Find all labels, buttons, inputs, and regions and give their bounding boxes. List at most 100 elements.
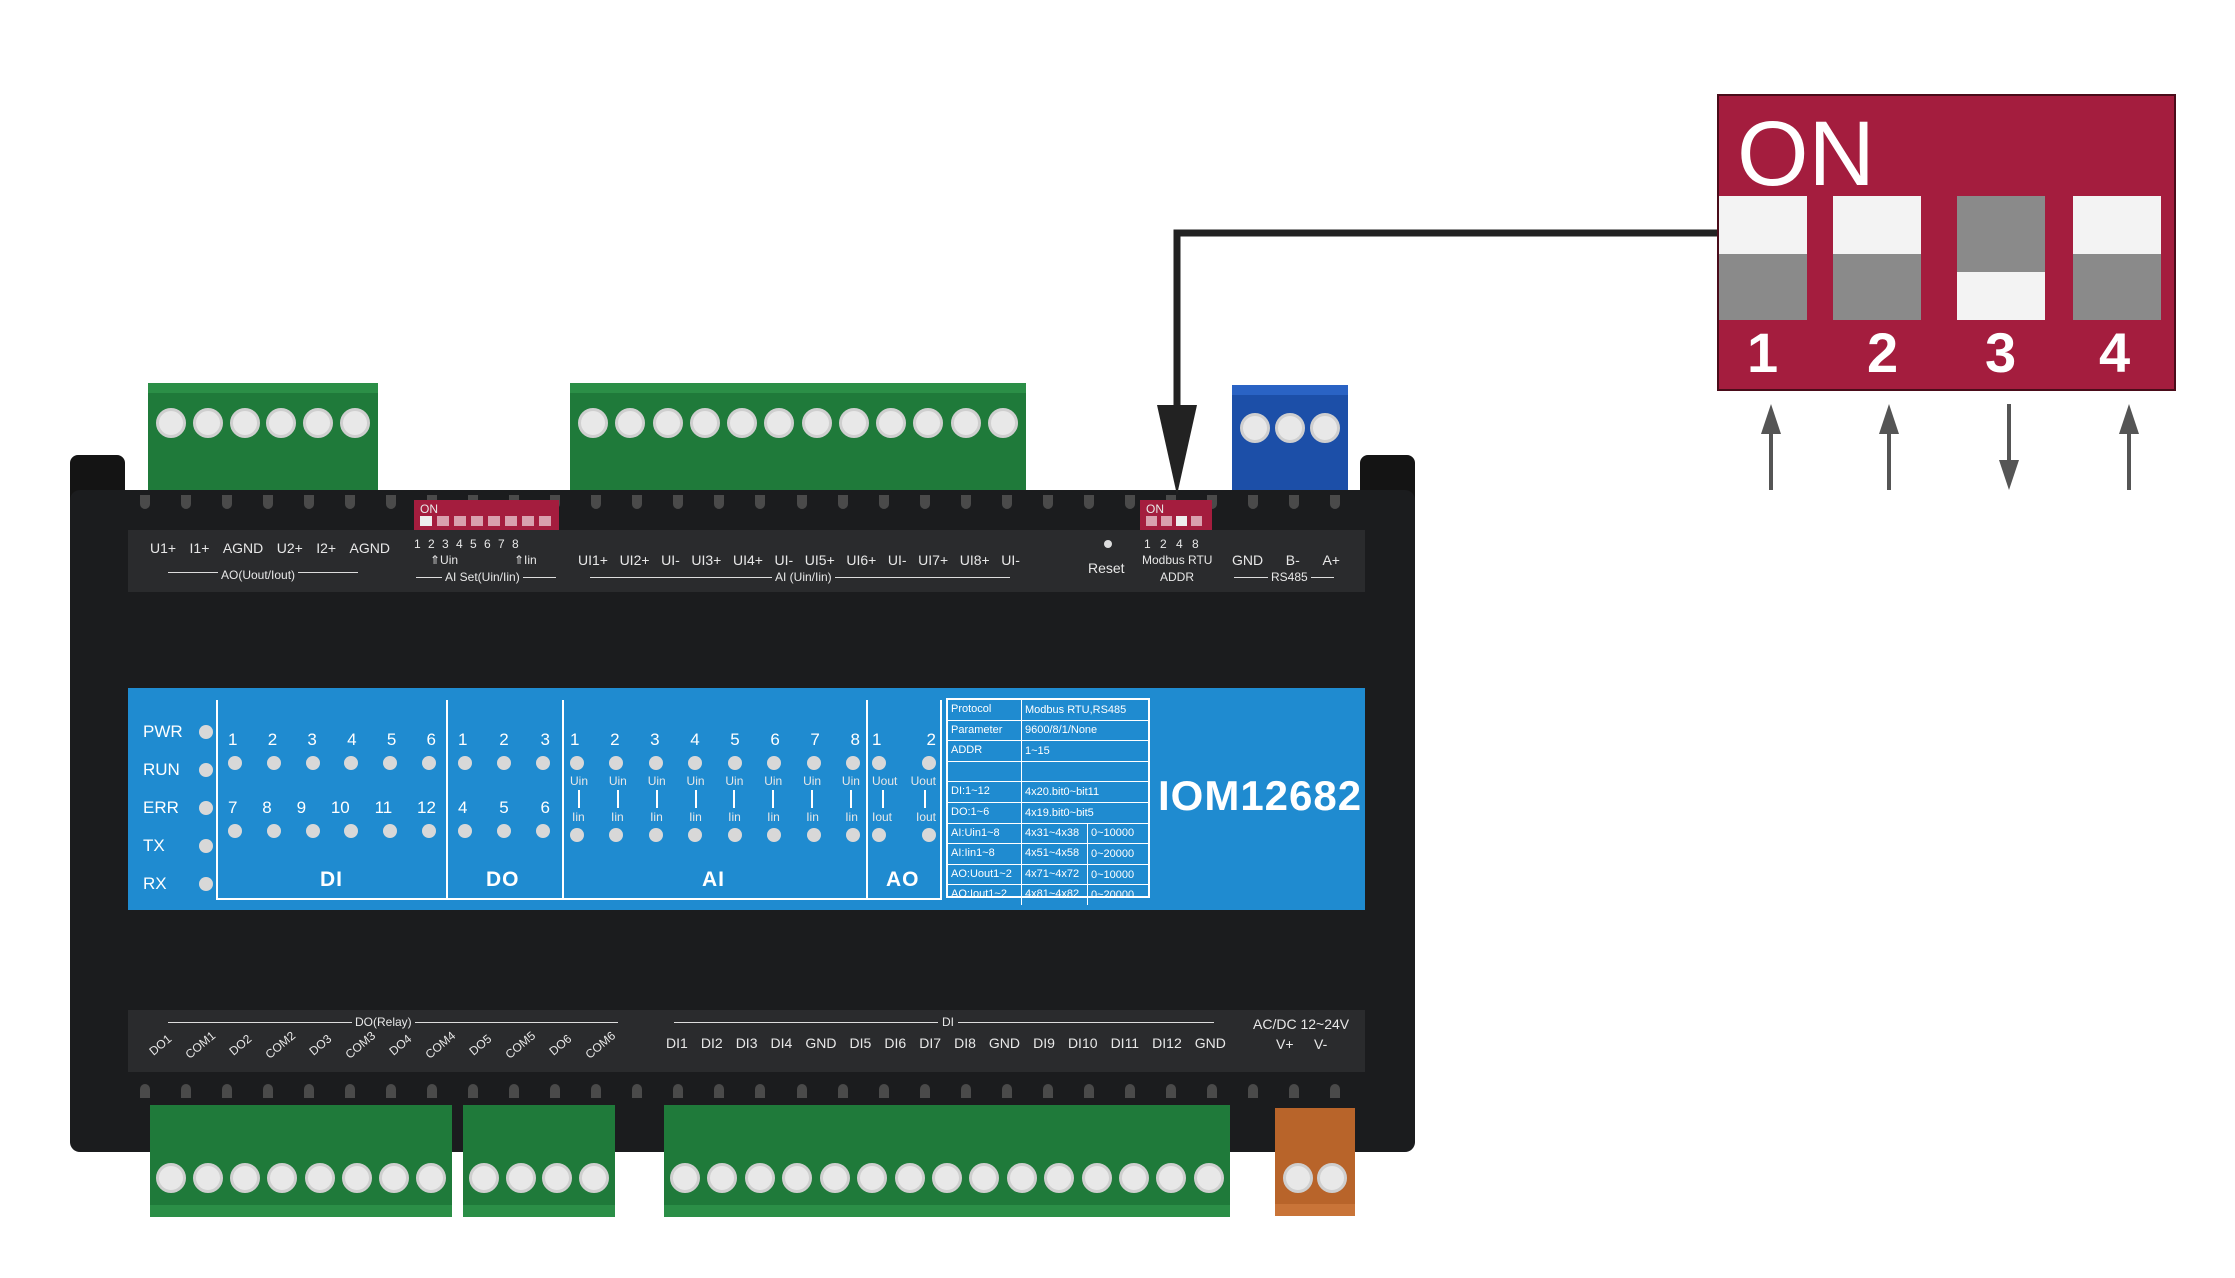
ai-led [609, 756, 624, 770]
dip-switch-3[interactable] [1957, 196, 2045, 320]
dip-number: 1 [1747, 321, 1779, 384]
terminal-label: DI2 [700, 1035, 723, 1051]
dip-switch-4[interactable] [2073, 196, 2161, 320]
terminal-screw[interactable] [1310, 413, 1340, 443]
terminal-screw[interactable] [267, 1163, 298, 1193]
run-led [199, 763, 213, 777]
terminal-label: UI- [661, 552, 680, 568]
terminal-screw[interactable] [341, 1163, 372, 1193]
terminal-screw[interactable] [1317, 1163, 1347, 1193]
terminal-screw[interactable] [1006, 1163, 1037, 1193]
terminal-screw[interactable] [229, 408, 260, 438]
terminal-screw[interactable] [931, 1163, 962, 1193]
terminal-screw[interactable] [193, 1163, 224, 1193]
terminal-screw[interactable] [894, 1163, 925, 1193]
ao-iout-label: Iout [915, 810, 936, 824]
terminal-screw[interactable] [689, 408, 720, 438]
do-relay-group-label: DO(Relay) [352, 1015, 415, 1029]
terminal-screw[interactable] [801, 408, 832, 438]
terminal-screw[interactable] [615, 408, 646, 438]
ai-number: 8 [850, 730, 860, 749]
terminal-label: DI8 [954, 1035, 976, 1051]
addr-protocol-label: Modbus RTU [1142, 553, 1213, 567]
terminal-screw[interactable] [542, 1163, 573, 1193]
terminal-screw[interactable] [950, 408, 981, 438]
do-number: 2 [499, 730, 509, 749]
terminal-screw[interactable] [1044, 1163, 1075, 1193]
aiset-dip-switch[interactable]: ON [414, 500, 559, 530]
terminal-screw[interactable] [707, 1163, 738, 1193]
terminal-screw[interactable] [1240, 413, 1270, 443]
terminal-screw[interactable] [339, 408, 370, 438]
terminal-block-ao [148, 383, 378, 498]
terminal-screw[interactable] [670, 1163, 700, 1193]
terminal-screw[interactable] [969, 1163, 1000, 1193]
ai-section-label: AI [702, 868, 725, 891]
terminal-screw[interactable] [1193, 1163, 1224, 1193]
terminal-screw[interactable] [1119, 1163, 1150, 1193]
ai-iin-label: Iin [728, 810, 741, 824]
terminal-label: UI- [887, 552, 907, 568]
do-number: 1 [458, 730, 468, 749]
terminal-screw[interactable] [744, 1163, 775, 1193]
ai-led [845, 828, 860, 842]
di-terminal-labels: DI1 DI2 DI3 DI4 GND DI5 DI6 DI7 DI8 GND … [666, 1035, 1226, 1051]
terminal-screw[interactable] [578, 408, 608, 438]
bottom-ridge [140, 1084, 1340, 1104]
terminal-screw[interactable] [505, 1163, 536, 1193]
di-number: 7 [228, 798, 238, 817]
dip-switch-2[interactable] [1833, 196, 1921, 320]
terminal-label: GND [988, 1035, 1021, 1051]
addr-dip-switch[interactable]: ON [1140, 500, 1212, 530]
terminal-screw[interactable] [987, 408, 1018, 438]
terminal-screw[interactable] [913, 408, 944, 438]
terminal-screw[interactable] [303, 408, 334, 438]
ai-uin-label: Uin [608, 774, 627, 788]
terminal-screw[interactable] [838, 408, 869, 438]
tx-led [199, 839, 213, 853]
di-number: 9 [296, 798, 307, 817]
terminal-screw[interactable] [727, 408, 758, 438]
terminal-screw[interactable] [378, 1163, 409, 1193]
terminal-label: DI3 [735, 1035, 758, 1051]
status-label: RX [143, 874, 167, 893]
terminal-screw[interactable] [230, 1163, 261, 1193]
terminal-screw[interactable] [469, 1163, 499, 1193]
terminal-screw[interactable] [266, 408, 297, 438]
addr-group-label: ADDR [1160, 570, 1195, 584]
terminal-screw[interactable] [819, 1163, 850, 1193]
terminal-screw[interactable] [1156, 1163, 1187, 1193]
terminal-screw[interactable] [156, 408, 186, 438]
ao-led [922, 756, 936, 770]
terminal-screw[interactable] [652, 408, 683, 438]
terminal-label: DI11 [1110, 1035, 1140, 1051]
terminal-screw[interactable] [782, 1163, 813, 1193]
terminal-label: UI8+ [959, 552, 990, 568]
terminal-screw[interactable] [304, 1163, 335, 1193]
terminal-screw[interactable] [1275, 413, 1305, 443]
ai-iin-label: Iin [845, 810, 858, 824]
status-label: PWR [143, 722, 183, 741]
di-number: 1 [228, 730, 238, 749]
reset-button[interactable] [1104, 540, 1112, 548]
di-number: 5 [386, 730, 397, 749]
terminal-screw[interactable] [1081, 1163, 1112, 1193]
terminal-screw[interactable] [876, 408, 907, 438]
terminal-screw[interactable] [415, 1163, 446, 1193]
ao-terminal-labels: U1+ I1+ AGND U2+ I2+ AGND [150, 540, 390, 556]
terminal-screw[interactable] [156, 1163, 186, 1193]
ai-led [648, 828, 663, 842]
terminal-label: I2+ [316, 540, 337, 556]
terminal-label: GND [805, 1035, 837, 1051]
terminal-screw[interactable] [764, 408, 795, 438]
terminal-screw[interactable] [857, 1163, 888, 1193]
terminal-screw[interactable] [578, 1163, 609, 1193]
dip-switch-1[interactable] [1719, 196, 1807, 320]
terminal-screw[interactable] [192, 408, 223, 438]
reset-label: Reset [1088, 560, 1125, 576]
terminal-screw[interactable] [1283, 1163, 1313, 1193]
